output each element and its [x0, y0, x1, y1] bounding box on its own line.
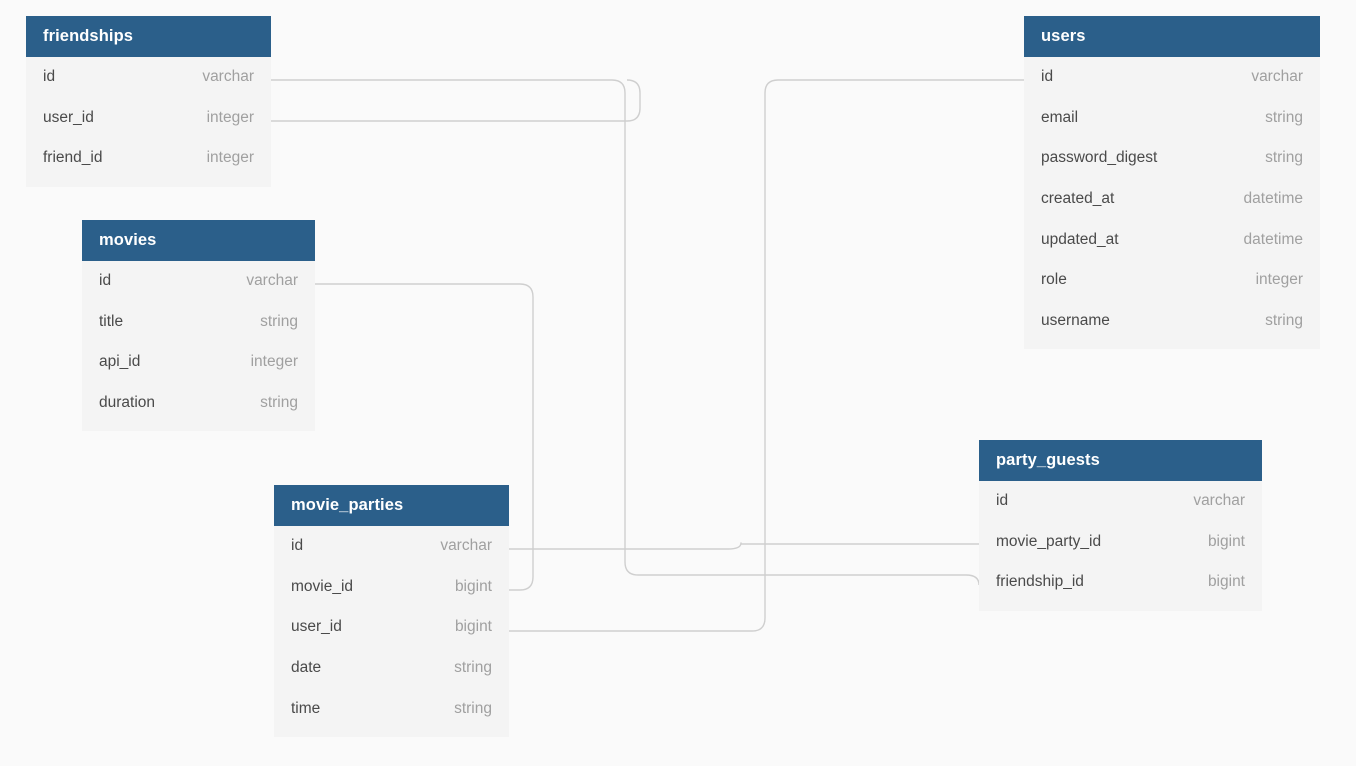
field-type: integer [206, 149, 254, 167]
field-name: id [996, 492, 1009, 510]
field-row[interactable]: date string [274, 647, 509, 689]
field-name: duration [99, 394, 156, 412]
field-name: created_at [1041, 190, 1115, 208]
field-name: role [1041, 271, 1067, 289]
table-footer [979, 602, 1262, 611]
table-footer [82, 423, 315, 432]
field-type: integer [1255, 271, 1303, 289]
table-card-movies[interactable]: movies id varchar title string api_id integer d… [82, 220, 315, 432]
field-name: id [99, 272, 112, 290]
field-name: friend_id [43, 149, 103, 167]
field-type: string [454, 699, 492, 717]
field-row[interactable]: created_at datetime [1024, 178, 1320, 220]
field-name: movie_party_id [996, 532, 1102, 550]
field-name: id [43, 68, 56, 86]
field-type: bigint [454, 618, 492, 636]
field-row[interactable]: api_id integer [82, 342, 315, 383]
field-type: datetime [1243, 190, 1303, 208]
field-row[interactable]: password_digest string [1024, 138, 1320, 179]
field-row[interactable]: user_id integer [26, 97, 271, 139]
field-name: api_id [99, 353, 141, 371]
field-type: string [1265, 108, 1303, 126]
field-row[interactable]: movie_id bigint [274, 566, 509, 608]
table-header-movies: movies [82, 220, 315, 261]
field-type: varchar [440, 537, 492, 555]
table-footer [1024, 341, 1320, 350]
field-type: string [260, 394, 298, 412]
field-row[interactable]: id varchar [274, 526, 509, 567]
field-name: email [1041, 108, 1079, 126]
field-row[interactable]: id varchar [979, 481, 1262, 522]
field-name: movie_id [291, 577, 354, 595]
field-row[interactable]: friendship_id bigint [979, 562, 1262, 603]
field-name: title [99, 312, 124, 330]
field-row[interactable]: duration string [82, 382, 315, 424]
field-type: bigint [1207, 532, 1245, 550]
field-name: id [291, 537, 304, 555]
field-type: varchar [202, 68, 254, 86]
table-header-users: users [1024, 16, 1320, 57]
field-row[interactable]: title string [82, 301, 315, 343]
field-type: string [1265, 149, 1303, 167]
table-footer [274, 728, 509, 737]
table-header-party_guests: party_guests [979, 440, 1262, 481]
field-row[interactable]: id varchar [1024, 57, 1320, 98]
field-type: bigint [454, 577, 492, 595]
field-type: datetime [1243, 230, 1303, 248]
field-type: varchar [1193, 492, 1245, 510]
field-name: id [1041, 68, 1054, 86]
field-name: friendship_id [996, 573, 1084, 591]
field-name: user_id [291, 618, 342, 636]
field-row[interactable]: email string [1024, 97, 1320, 139]
relationship-edge-movie_parties-party_guests [509, 542, 979, 550]
field-row[interactable]: movie_party_id bigint [979, 521, 1262, 563]
field-name: time [291, 699, 321, 717]
field-row[interactable]: updated_at datetime [1024, 219, 1320, 260]
field-type: bigint [1207, 573, 1245, 591]
field-type: string [260, 312, 298, 330]
table-body-movies: id varchar title string api_id integer duratio… [82, 261, 315, 432]
field-row[interactable]: user_id bigint [274, 607, 509, 648]
field-name: updated_at [1041, 230, 1119, 248]
field-type: string [454, 659, 492, 677]
field-type: integer [206, 108, 254, 126]
relationship-edge-friendships-movie_parties [271, 79, 641, 122]
field-row[interactable]: id varchar [82, 261, 315, 302]
table-header-movie_parties: movie_parties [274, 485, 509, 526]
field-row[interactable]: friend_id integer [26, 138, 271, 179]
table-footer [26, 178, 271, 187]
field-type: varchar [1251, 68, 1303, 86]
relationship-edge-movie_parties-users [509, 79, 1024, 632]
field-name: date [291, 659, 322, 677]
field-name: password_digest [1041, 149, 1158, 167]
field-name: username [1041, 311, 1110, 329]
field-type: integer [250, 353, 298, 371]
field-row[interactable]: time string [274, 688, 509, 729]
field-row[interactable]: username string [1024, 300, 1320, 342]
field-name: user_id [43, 108, 94, 126]
field-type: string [1265, 311, 1303, 329]
field-type: varchar [246, 272, 298, 290]
field-row[interactable]: role integer [1024, 259, 1320, 301]
table-header-friendships: friendships [26, 16, 271, 57]
field-row[interactable]: id varchar [26, 57, 271, 98]
